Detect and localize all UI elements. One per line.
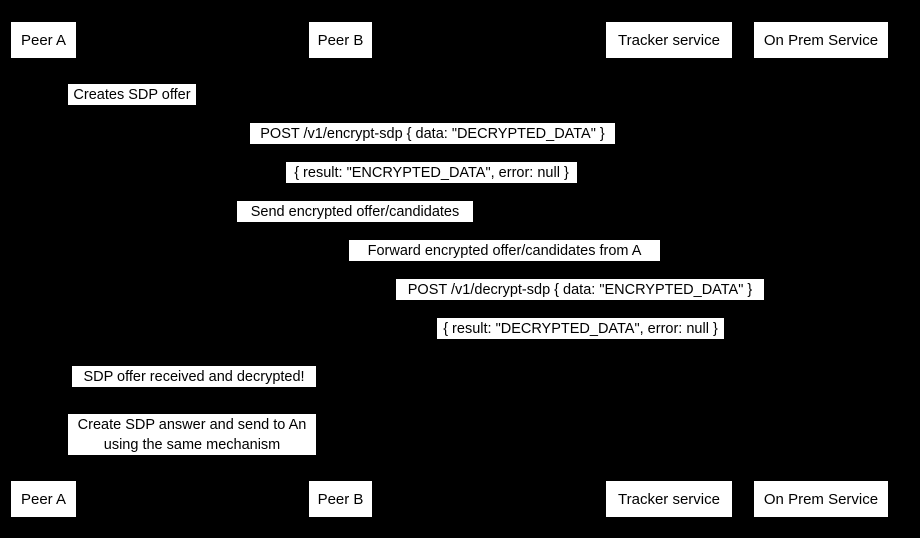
lifeline-line-on-prem-service	[821, 59, 822, 480]
lifeline-line-peer-a	[43, 59, 44, 480]
message-create-sdp-answer[interactable]: Create SDP answer and send to An using t…	[68, 414, 316, 455]
message-create-sdp-answer-text: Create SDP answer and send to An using t…	[77, 417, 307, 453]
lifeline-header-peer-b-label: Peer B	[317, 31, 364, 49]
message-encrypt-sdp-result[interactable]: { result: "ENCRYPTED_DATA", error: null …	[286, 162, 577, 183]
lifeline-header-tracker-service-label: Tracker service	[618, 31, 720, 49]
lifeline-footer-peer-b-label: Peer B	[317, 490, 364, 508]
lifeline-header-on-prem-service[interactable]: On Prem Service	[753, 21, 889, 59]
message-post-encrypt-sdp-text: POST /v1/encrypt-sdp { data: "DECRYPTED_…	[260, 126, 605, 142]
lifeline-line-tracker-service	[669, 59, 670, 480]
lifeline-footer-on-prem-service-label: On Prem Service	[763, 490, 879, 508]
message-encrypt-sdp-result-text: { result: "ENCRYPTED_DATA", error: null …	[294, 165, 569, 181]
message-send-encrypted-offer[interactable]: Send encrypted offer/candidates	[237, 201, 473, 222]
message-post-decrypt-sdp-text: POST /v1/decrypt-sdp { data: "ENCRYPTED_…	[407, 282, 753, 298]
lifeline-line-peer-b	[340, 59, 341, 480]
lifeline-footer-tracker-service[interactable]: Tracker service	[605, 480, 733, 518]
lifeline-header-peer-a-label: Peer A	[20, 31, 67, 49]
lifeline-header-tracker-service[interactable]: Tracker service	[605, 21, 733, 59]
message-decrypt-sdp-result-text: { result: "DECRYPTED_DATA", error: null …	[443, 321, 718, 337]
message-decrypt-sdp-result[interactable]: { result: "DECRYPTED_DATA", error: null …	[437, 318, 724, 339]
message-forward-encrypted-offer-text: Forward encrypted offer/candidates from …	[367, 243, 642, 259]
message-post-decrypt-sdp[interactable]: POST /v1/decrypt-sdp { data: "ENCRYPTED_…	[396, 279, 764, 300]
message-post-encrypt-sdp[interactable]: POST /v1/encrypt-sdp { data: "DECRYPTED_…	[250, 123, 615, 144]
lifeline-footer-on-prem-service[interactable]: On Prem Service	[753, 480, 889, 518]
message-creates-sdp-offer-text: Creates SDP offer	[73, 87, 191, 103]
message-send-encrypted-offer-text: Send encrypted offer/candidates	[250, 204, 460, 220]
lifeline-footer-peer-a-label: Peer A	[20, 490, 67, 508]
message-creates-sdp-offer[interactable]: Creates SDP offer	[68, 84, 196, 105]
message-forward-encrypted-offer[interactable]: Forward encrypted offer/candidates from …	[349, 240, 660, 261]
lifeline-header-peer-b[interactable]: Peer B	[308, 21, 373, 59]
lifeline-footer-tracker-service-label: Tracker service	[618, 490, 720, 508]
message-sdp-offer-received-text: SDP offer received and decrypted!	[83, 369, 305, 385]
message-sdp-offer-received[interactable]: SDP offer received and decrypted!	[72, 366, 316, 387]
lifeline-footer-peer-b[interactable]: Peer B	[308, 480, 373, 518]
lifeline-header-on-prem-service-label: On Prem Service	[763, 31, 879, 49]
lifeline-footer-peer-a[interactable]: Peer A	[10, 480, 77, 518]
lifeline-header-peer-a[interactable]: Peer A	[10, 21, 77, 59]
